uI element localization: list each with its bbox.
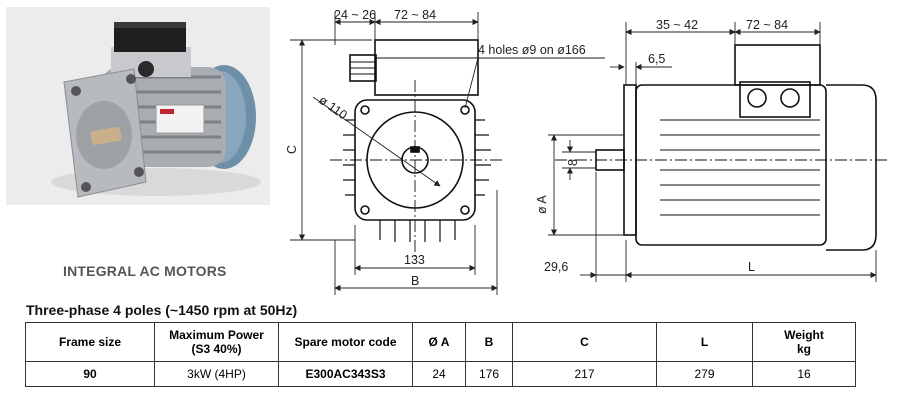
cell-c: 217	[512, 361, 657, 387]
dim-a: ø A	[535, 195, 549, 214]
header-frame-size: Frame size	[25, 322, 155, 362]
dim-shaft: 29,6	[544, 260, 568, 274]
table-subtitle: Three-phase 4 poles (~1450 rpm at 50Hz)	[26, 302, 298, 318]
cell-l: 279	[656, 361, 753, 387]
dim-holes: 4 holes ø9 on ø166	[478, 43, 586, 57]
dim-front-terminal-box: 72 ~ 84	[394, 8, 436, 22]
cell-frame-size: 90	[25, 361, 155, 387]
dim-side-terminal-offset: 35 ~ 42	[656, 18, 698, 32]
dim-133: 133	[404, 253, 425, 267]
cell-diameter-a: 24	[412, 361, 466, 387]
cell-spare-motor-code: E300AC343S3	[278, 361, 413, 387]
dim-flange: 6,5	[648, 52, 665, 66]
dim-spigot: ø 110	[316, 93, 349, 122]
dim-l: L	[748, 260, 755, 274]
dim-side-terminal-box: 72 ~ 84	[746, 18, 788, 32]
header-maximum-power: Maximum Power (S3 40%)	[154, 322, 279, 362]
front-view	[343, 39, 491, 242]
table-header-row: Frame size Maximum Power (S3 40%) Spare …	[25, 322, 856, 362]
header-spare-motor-code: Spare motor code	[278, 322, 413, 362]
header-c: C	[512, 322, 657, 362]
header-b: B	[465, 322, 513, 362]
motor-photo	[6, 7, 270, 205]
dim-front-terminal-offset: 24 ~ 26	[334, 8, 376, 22]
table-row: 90 3kW (4HP) E300AC343S3 24 176 217 279 …	[25, 361, 856, 387]
dim-key: 8	[566, 159, 580, 166]
section-heading: INTEGRAL AC MOTORS	[63, 263, 227, 279]
cell-maximum-power: 3kW (4HP)	[154, 361, 279, 387]
cell-b: 176	[465, 361, 513, 387]
header-diameter-a: Ø A	[412, 322, 466, 362]
cell-weight: 16	[752, 361, 856, 387]
header-l: L	[656, 322, 753, 362]
spec-table: Frame size Maximum Power (S3 40%) Spare …	[25, 322, 856, 387]
side-view	[595, 44, 877, 251]
header-weight: Weight kg	[752, 322, 856, 362]
dim-c: C	[285, 145, 299, 154]
technical-drawing: 24 ~ 26 72 ~ 84 4 holes ø9 on ø166 ø 110…	[285, 8, 890, 295]
dim-b: B	[411, 274, 419, 288]
